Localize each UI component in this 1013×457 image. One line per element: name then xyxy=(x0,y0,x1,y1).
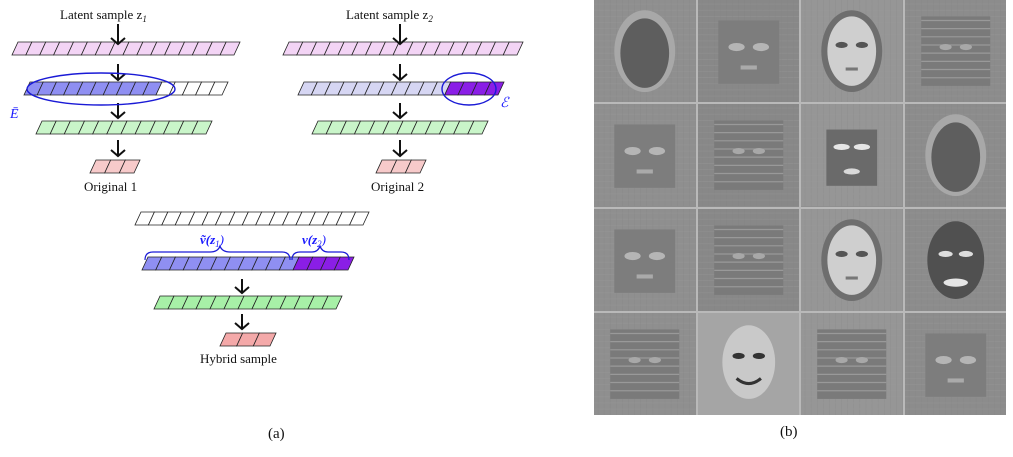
original1-label: Original 1 xyxy=(84,179,137,194)
arrow-h1 xyxy=(234,279,250,295)
arrow-1b xyxy=(110,64,126,82)
face-2-4-image xyxy=(904,104,1006,207)
face-3-4-image xyxy=(904,208,1006,311)
generated-faces-grid xyxy=(594,0,1006,415)
latent1-bar xyxy=(11,41,241,56)
encoded2-bar xyxy=(297,81,505,96)
hybrid-latent-bar xyxy=(134,211,370,226)
hybrid-sample-bar xyxy=(219,332,277,347)
vtilde-brace xyxy=(144,244,291,261)
latent2-label: Latent sample z2 xyxy=(346,7,433,24)
arrow-2a xyxy=(392,24,408,46)
original1-bar-cell xyxy=(118,159,141,174)
hybrid-decoder-bar xyxy=(153,295,343,310)
hybrid-sample-bar-cell xyxy=(252,332,277,347)
v-label: v(z2) xyxy=(302,232,326,249)
latent1-label: Latent sample z1 xyxy=(60,7,147,24)
face-3-3-image xyxy=(801,208,903,311)
hybrid-encoded-bar-cell xyxy=(333,256,355,271)
vtilde-label: ṽ(z1) xyxy=(200,232,224,249)
face-2-3-image xyxy=(801,104,903,207)
face-1-3-image xyxy=(801,0,903,103)
ebar-ellipse xyxy=(26,72,176,106)
diagram-panel-a: Latent sample z1 Latent sample z2 Ē ℰ Or… xyxy=(9,7,524,442)
ebar-label: Ē xyxy=(9,106,19,122)
decoder2-bar xyxy=(311,120,489,135)
face-4-3-image xyxy=(801,312,903,415)
arrow-h2 xyxy=(234,314,250,331)
encoded2-bar-cell xyxy=(484,81,505,96)
latent1-bar-cell xyxy=(219,41,241,56)
latent2-bar xyxy=(282,41,524,56)
hybrid-label: Hybrid sample xyxy=(200,351,277,366)
caption-b: (b) xyxy=(780,424,798,440)
arrow-1a xyxy=(110,24,126,46)
hybrid-encoded-bar xyxy=(141,256,355,271)
latent-bars xyxy=(11,41,524,347)
hybrid-decoder-bar-cell xyxy=(321,295,343,310)
face-4-4-image xyxy=(904,312,1006,415)
encoded1-bar-cell xyxy=(208,81,229,96)
latent2-bar-cell xyxy=(502,41,524,56)
decoder1-bar-cell xyxy=(191,120,213,135)
encoded1-bar xyxy=(23,81,229,96)
hybrid-latent-bar-cell xyxy=(348,211,370,226)
arrow-1c xyxy=(110,103,126,120)
face-1-2-image xyxy=(697,0,799,103)
caption-a: (a) xyxy=(268,426,285,442)
decoder2-bar-cell xyxy=(467,120,489,135)
face-3-2-image xyxy=(697,208,799,311)
arrow-2b xyxy=(392,64,408,82)
face-4-2-image xyxy=(697,312,799,415)
original2-bar-cell xyxy=(404,159,427,174)
arrow-1d xyxy=(110,140,126,158)
v-brace xyxy=(291,244,350,261)
decoder1-bar xyxy=(35,120,213,135)
arrow-2c xyxy=(392,103,408,120)
face-1-1-image xyxy=(594,0,696,103)
original1-bar xyxy=(89,159,141,174)
original2-label: Original 2 xyxy=(371,179,424,194)
arrow-2d xyxy=(392,140,408,158)
face-3-1-image xyxy=(594,208,696,311)
face-4-1-image xyxy=(594,312,696,415)
e-label: ℰ xyxy=(500,96,510,111)
arrows xyxy=(110,24,408,331)
e-ellipse xyxy=(441,72,497,106)
original2-bar xyxy=(375,159,427,174)
face-2-1-image xyxy=(594,104,696,207)
face-1-4-image xyxy=(904,0,1006,103)
face-2-2-image xyxy=(697,104,799,207)
